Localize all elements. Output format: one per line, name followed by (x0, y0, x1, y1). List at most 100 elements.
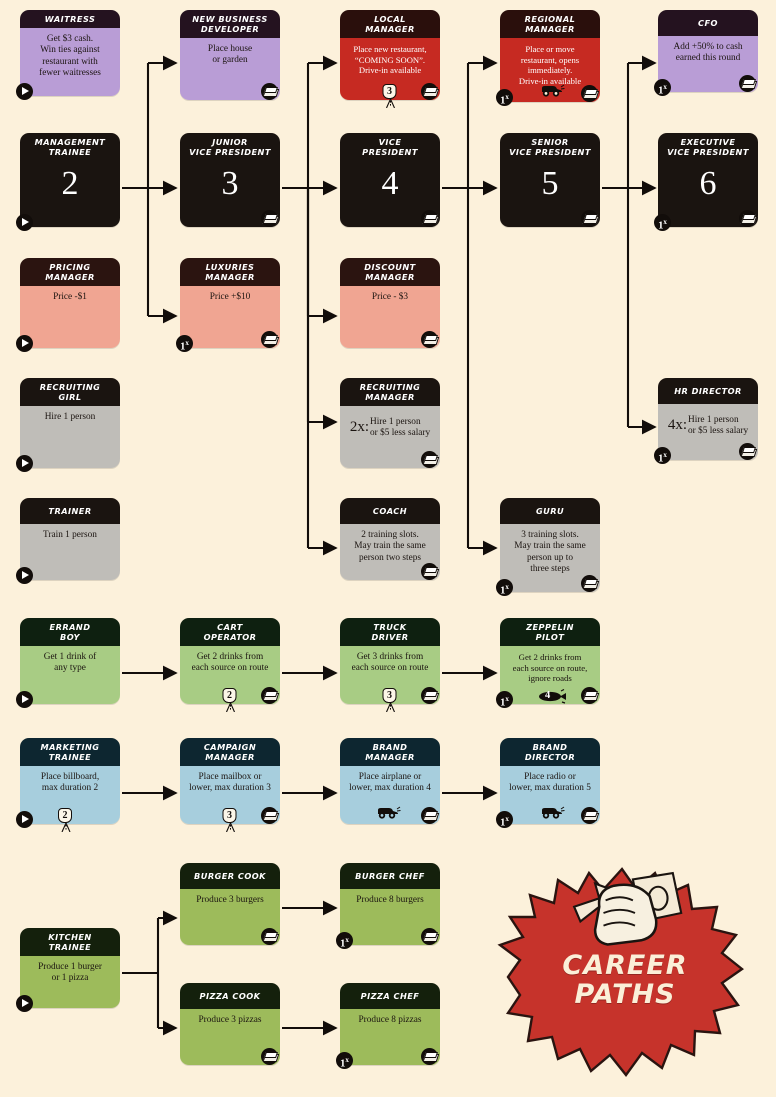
car-icon (375, 804, 401, 824)
one-x-token-icon: 1x (496, 811, 513, 829)
one-x-token-icon: 1x (496, 89, 513, 107)
car-icon (539, 82, 565, 102)
card-burger-chef[interactable]: BURGER CHEF Produce 8 burgers 1x (336, 863, 440, 950)
card-coach[interactable]: COACH 2 training slots.May train the sam… (340, 498, 440, 581)
money-token-icon (261, 1048, 278, 1065)
card-badges (180, 928, 280, 945)
road-shield-icon: 3 (382, 84, 398, 109)
card-body: 2 (20, 161, 120, 227)
card-badges: 1x (654, 443, 758, 465)
card-badges: 3 (340, 83, 440, 108)
logo-line-1: CAREER (562, 950, 688, 981)
card-badges: 3 (340, 687, 440, 712)
money-token-icon (581, 687, 598, 704)
card-badges (180, 1048, 280, 1065)
play-token-icon (16, 335, 33, 352)
one-x-token-icon: 1x (654, 214, 671, 232)
one-x-token-icon: 1x (336, 932, 353, 950)
card-badges (180, 83, 280, 100)
money-token-icon (421, 807, 438, 824)
road-shield-icon: 3 (382, 688, 398, 713)
card-pizza-cook[interactable]: PIZZA COOK Produce 3 pizzas (180, 983, 280, 1065)
multiplier-label: 2x: (349, 419, 369, 436)
card-guru[interactable]: GURU 3 training slots.May train the same… (496, 498, 600, 596)
card-title: GURU (500, 498, 600, 524)
card-badges (500, 210, 600, 227)
one-x-token-icon: 1x (176, 335, 193, 353)
card-badges: 1x 4 (496, 687, 600, 709)
money-token-icon (581, 574, 598, 592)
card-trainer[interactable]: TRAINER Train 1 person (16, 498, 120, 584)
card-burger-cook[interactable]: BURGER COOK Produce 3 burgers (180, 863, 280, 945)
play-token-icon (16, 995, 33, 1012)
card-pizza-chef[interactable]: PIZZA CHEF Produce 8 pizzas 1x (336, 983, 440, 1070)
card-title: BURGER CHEF (340, 863, 440, 889)
multiplier-label: 4x: (667, 417, 687, 434)
one-x-token-icon: 1x (654, 447, 671, 465)
money-token-icon (261, 687, 278, 704)
card-badges: 3 (180, 807, 280, 832)
money-token-icon (261, 210, 278, 227)
card-badges: 2 (16, 808, 120, 832)
card-badges: 1x (496, 574, 600, 596)
one-x-token-icon: 1x (496, 578, 513, 596)
money-token-icon (581, 807, 598, 824)
play-token-icon (16, 82, 33, 100)
card-badges (180, 210, 280, 227)
road-shield-icon: 2 (58, 808, 73, 833)
one-x-token-icon: 1x (496, 691, 513, 709)
play-token-icon (16, 455, 33, 472)
card-badges: 1x (336, 928, 440, 950)
card-body: Hire 1 person (20, 406, 120, 468)
money-token-icon (261, 807, 278, 824)
card-title: HR DIRECTOR (658, 378, 758, 404)
card-badges (16, 452, 120, 472)
play-token-icon (16, 811, 33, 828)
card-badges (340, 210, 440, 227)
